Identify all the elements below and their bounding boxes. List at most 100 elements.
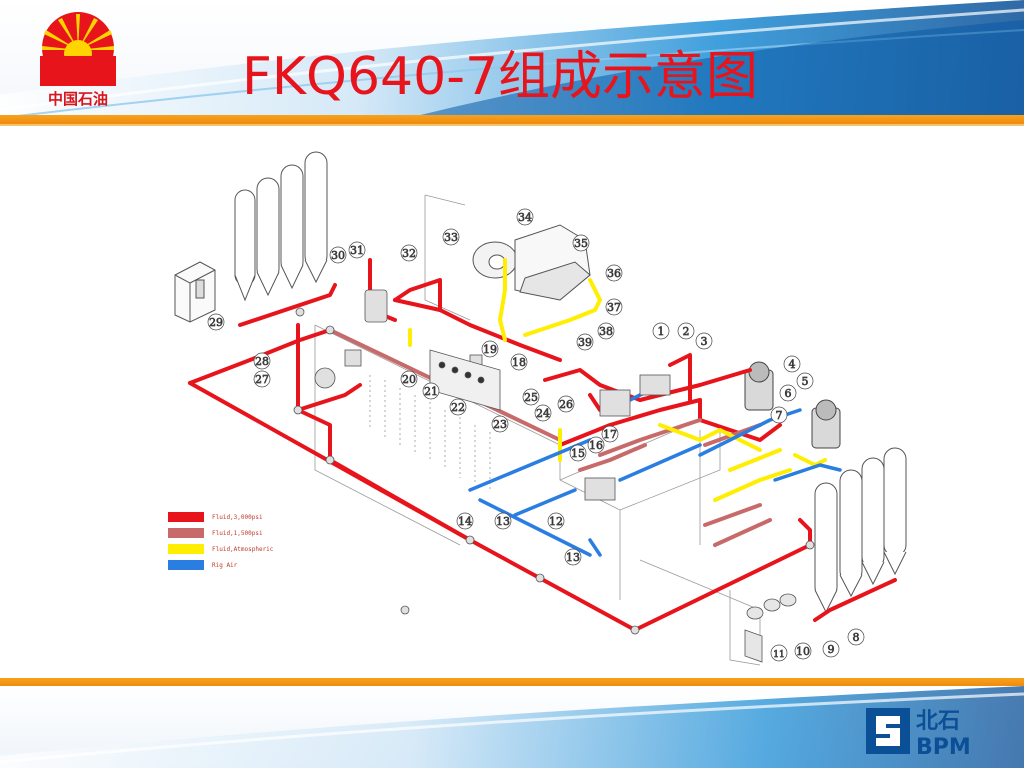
callout-8: 8	[847, 628, 865, 646]
callout-9: 9	[822, 640, 840, 658]
svg-text:6: 6	[785, 387, 792, 400]
svg-text:22: 22	[451, 401, 465, 414]
svg-text:14: 14	[458, 515, 472, 528]
callout-13a: 13	[494, 512, 512, 530]
svg-text:11: 11	[773, 650, 784, 660]
slide-header: 中国石油 FKQ640-7组成示意图	[0, 0, 1024, 120]
svg-text:19: 19	[483, 343, 497, 356]
accumulator-bank-left	[234, 151, 328, 302]
svg-text:17: 17	[603, 428, 617, 441]
callouts: 1 2 3 4 5 6 7 8 9 10 11 12 13 13 14 15 1…	[207, 208, 865, 662]
callout-16: 16	[587, 436, 605, 454]
svg-text:9: 9	[828, 643, 835, 656]
callout-12: 12	[547, 512, 565, 530]
callout-19: 19	[481, 340, 499, 358]
header-swoosh-graphic	[0, 0, 1024, 120]
svg-text:北石: 北石	[916, 709, 960, 734]
callout-18: 18	[510, 353, 528, 371]
svg-text:18: 18	[512, 356, 526, 369]
svg-text:29: 29	[209, 316, 223, 329]
callout-6: 6	[779, 384, 797, 402]
svg-text:Fluid,3,000psi: Fluid,3,000psi	[212, 514, 263, 521]
bpm-logo: 北石 BPM	[866, 708, 971, 758]
callout-10: 10	[794, 642, 812, 660]
svg-text:4: 4	[789, 358, 796, 371]
svg-text:35: 35	[574, 237, 588, 250]
svg-text:38: 38	[599, 325, 613, 338]
svg-text:26: 26	[559, 398, 573, 411]
svg-text:20: 20	[402, 373, 416, 386]
legend-item-fluid-1500: Fluid,1,500psi	[168, 528, 263, 538]
svg-text:15: 15	[571, 447, 585, 460]
callout-24: 24	[534, 404, 552, 422]
hydraulic-cylinders	[744, 361, 841, 449]
svg-text:13: 13	[566, 551, 580, 564]
control-panel	[429, 349, 501, 411]
control-box	[174, 261, 216, 323]
svg-text:39: 39	[578, 336, 592, 349]
svg-text:BPM: BPM	[916, 735, 971, 758]
svg-text:13: 13	[496, 515, 510, 528]
callout-7: 7	[770, 406, 788, 424]
pipe-legend: Fluid,3,000psi Fluid,1,500psi Fluid,Atmo…	[168, 512, 274, 570]
svg-text:16: 16	[589, 439, 603, 452]
callout-31: 31	[348, 241, 366, 259]
svg-text:30: 30	[331, 249, 345, 262]
callout-35: 35	[572, 234, 590, 252]
svg-text:8: 8	[853, 631, 860, 644]
callout-23: 23	[491, 415, 509, 433]
svg-text:37: 37	[607, 301, 621, 314]
callout-22: 22	[449, 398, 467, 416]
svg-text:32: 32	[402, 247, 416, 260]
callout-29: 29	[207, 313, 225, 331]
callout-34: 34	[516, 208, 534, 226]
callout-20: 20	[400, 370, 418, 388]
svg-text:3: 3	[701, 335, 708, 348]
callout-26: 26	[557, 395, 575, 413]
callout-11: 11	[770, 644, 788, 662]
callout-2: 2	[677, 322, 695, 340]
pump-unit	[472, 224, 591, 301]
callout-5: 5	[796, 372, 814, 390]
callout-3: 3	[695, 332, 713, 350]
svg-text:10: 10	[796, 645, 810, 658]
svg-text:Rig Air: Rig Air	[212, 562, 238, 569]
callout-32: 32	[400, 244, 418, 262]
footer-swoosh-graphic	[0, 686, 1024, 768]
header-rule-highlight	[0, 124, 1024, 126]
svg-text:31: 31	[350, 244, 364, 257]
callout-37: 37	[605, 298, 623, 316]
callout-1: 1	[652, 322, 670, 340]
spare-parts	[744, 593, 797, 663]
svg-text:7: 7	[776, 409, 783, 422]
svg-text:27: 27	[255, 373, 269, 386]
slide-footer	[0, 686, 1024, 768]
svg-text:1: 1	[658, 325, 665, 338]
footer-orange-rule	[0, 678, 1024, 686]
svg-text:28: 28	[255, 355, 269, 368]
svg-text:34: 34	[518, 211, 532, 224]
callout-38: 38	[597, 322, 615, 340]
callout-21: 21	[422, 382, 440, 400]
pipes-rig-air	[468, 383, 842, 557]
legend-item-rig-air: Rig Air	[168, 560, 238, 570]
callout-15: 15	[569, 444, 587, 462]
callout-4: 4	[783, 355, 801, 373]
callout-33: 33	[442, 228, 460, 246]
svg-text:12: 12	[549, 515, 563, 528]
svg-text:25: 25	[524, 391, 538, 404]
legend-item-fluid-3000: Fluid,3,000psi	[168, 512, 263, 522]
callout-39: 39	[576, 333, 594, 351]
callout-28: 28	[253, 352, 271, 370]
page-title: FKQ640-7组成示意图	[242, 47, 759, 107]
accumulator-bank-right	[814, 447, 907, 614]
callout-14: 14	[456, 512, 474, 530]
svg-text:2: 2	[683, 325, 690, 338]
fittings	[293, 289, 815, 635]
svg-text:Fluid,1,500psi: Fluid,1,500psi	[212, 530, 263, 537]
svg-text:33: 33	[444, 231, 458, 244]
legend-item-fluid-atmospheric: Fluid,Atmospheric	[168, 544, 274, 554]
svg-text:5: 5	[802, 375, 809, 388]
fkq640-diagram: 1 2 3 4 5 6 7 8 9 10 11 12 13 13 14 15 1…	[168, 151, 907, 666]
logo-text: 中国石油	[47, 90, 108, 108]
